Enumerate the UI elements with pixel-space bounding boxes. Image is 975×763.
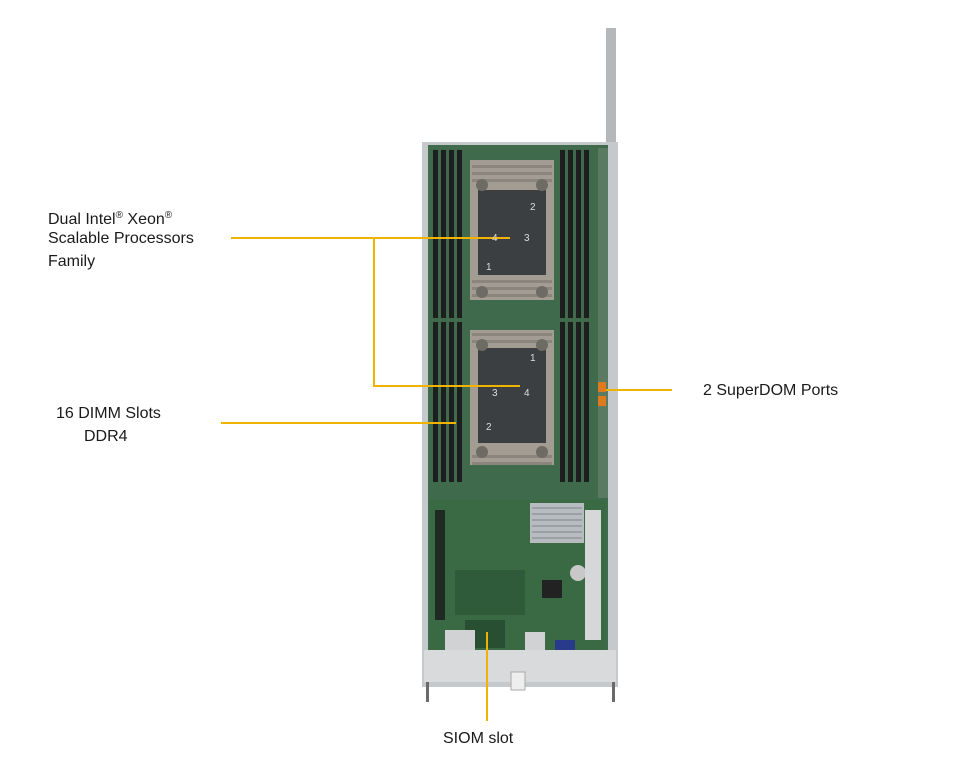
latch — [510, 671, 526, 691]
dimm-callout-line2: DDR4 — [84, 428, 128, 445]
cpu-callout-line1: Dual Intel® Xeon® — [48, 210, 173, 228]
cpu-heatsink-top — [470, 160, 554, 300]
heatsink-mark-top-2: 3 — [524, 233, 530, 244]
heatsink-mark-bottom-2: 3 — [492, 388, 498, 399]
dimm-slots-right-upper — [560, 150, 589, 318]
dimm-callout-line1: 16 DIMM Slots — [56, 405, 161, 422]
riser-bracket — [606, 28, 616, 148]
siom-callout: SIOM slot — [443, 730, 514, 747]
heatsink-mark-bottom-3: 4 — [524, 388, 530, 399]
callout-lines — [221, 237, 672, 721]
heatsink-mark-bottom-1: 1 — [530, 353, 536, 364]
dimm-slots-left-upper — [433, 150, 462, 318]
cpu-callout-line-bottom — [373, 238, 520, 387]
cpu-callout-line3: Family — [48, 253, 96, 270]
dimm-slots-right-lower — [560, 322, 589, 482]
heatsink-mark-bottom-4: 2 — [486, 422, 492, 433]
superdom-ports — [598, 382, 606, 406]
lower-board-components — [430, 500, 606, 652]
cpu-callout-line2: Scalable Processors — [48, 230, 194, 247]
superdom-callout: 2 SuperDOM Ports — [703, 382, 839, 399]
heatsink-mark-top-3: 4 — [492, 233, 498, 244]
dimm-slots-left-lower — [433, 322, 462, 482]
heatsink-mark-top-4: 1 — [486, 262, 492, 273]
cpu-heatsink-bottom — [470, 330, 554, 465]
heatsink-mark-top-1: 2 — [530, 202, 536, 213]
